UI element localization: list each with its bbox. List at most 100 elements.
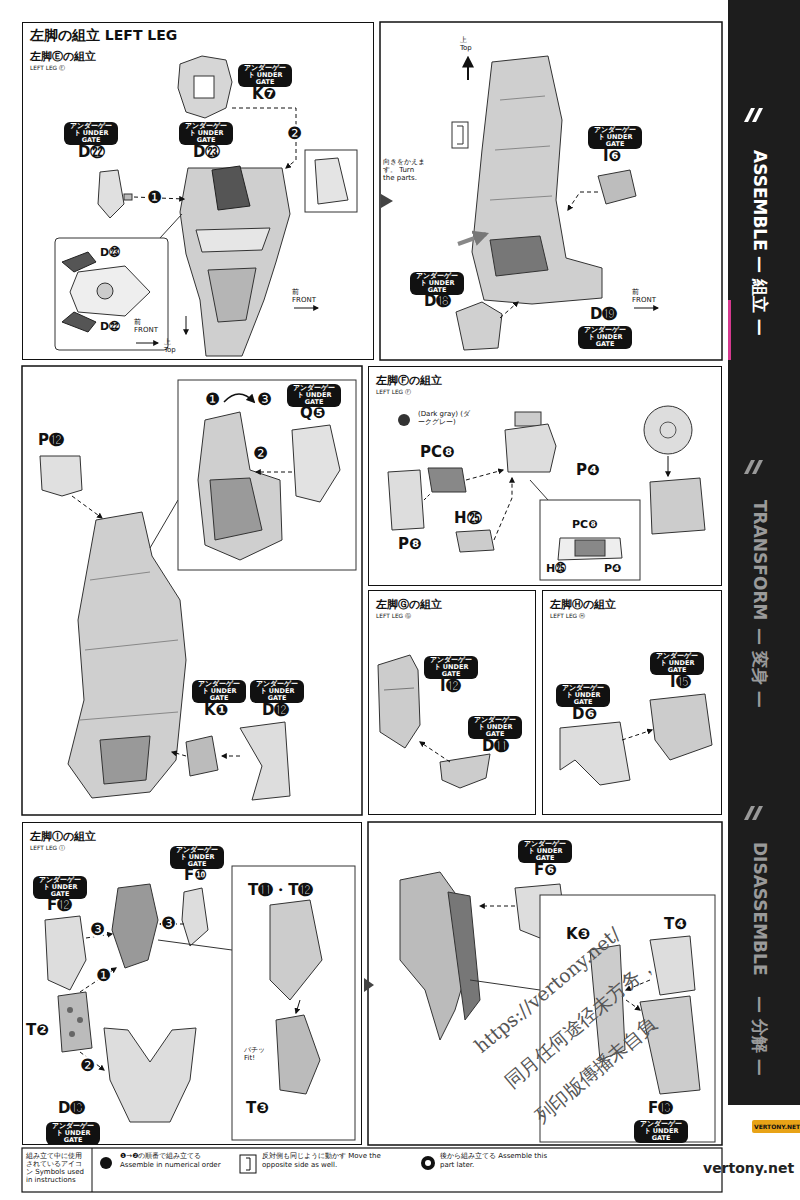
label-anchor: アンダーゲート UNDER GATE [46, 1122, 100, 1145]
label-anchor: H㉕ [546, 562, 566, 575]
part-number: H㉕ [546, 562, 566, 575]
label-anchor: ❸ [90, 920, 105, 938]
panel-heading: 左脚Ⓖの組立 [376, 597, 535, 612]
part-number: I⓬ [440, 678, 461, 695]
panel-subheading: LEFT LEG Ⓗ [550, 612, 721, 620]
label-anchor: T❹ [664, 916, 687, 933]
panel-heading: 左脚Ⓘの組立 [30, 829, 361, 844]
label-anchor: PC❽ [572, 518, 597, 531]
label-anchor: アンダーゲート UNDER GATE [238, 64, 292, 87]
label-anchor: I⓯ [670, 674, 691, 691]
label-anchor: D㉒ [100, 320, 120, 333]
section-title: 左脚の組立 LEFT LEG [30, 27, 177, 44]
label-anchor: I⓬ [440, 678, 461, 695]
panel-box: 左脚Ⓕの組立LEFT LEG Ⓕ [368, 366, 722, 586]
label-anchor: アンダーゲート UNDER GATE [424, 656, 478, 679]
under-gate-badge: アンダーゲート UNDER GATE [170, 846, 224, 869]
label-anchor: PC❽ [420, 444, 455, 461]
part-number: D㉒ [100, 320, 120, 333]
part-number: F❻ [534, 862, 557, 879]
label-anchor: アンダーゲート UNDER GATE [410, 272, 464, 295]
under-gate-badge: アンダーゲート UNDER GATE [287, 384, 341, 407]
under-gate-badge: アンダーゲート UNDER GATE [179, 122, 233, 145]
label-anchor: アンダーゲート UNDER GATE [170, 846, 224, 869]
part-number: K❼ [252, 86, 276, 103]
legend-text: 後から組み立てる Assemble this part later. [440, 1152, 560, 1169]
label-anchor: K❶ [204, 702, 228, 719]
under-gate-badge: アンダーゲート UNDER GATE [588, 126, 642, 149]
legend-entry: 後から組み立てる Assemble this part later. [440, 1152, 560, 1169]
legend-entry: 反対側も同じように動かす Move the opposite side as w… [262, 1152, 412, 1169]
step-number: ❸ [90, 920, 105, 938]
under-gate-badge: アンダーゲート UNDER GATE [250, 680, 304, 703]
under-gate-badge: アンダーゲート UNDER GATE [46, 1122, 100, 1145]
label-anchor: D⓬ [262, 702, 289, 719]
step-number: ❶ [96, 966, 111, 984]
label-anchor: ❸ [257, 390, 272, 408]
note-text: パチッ Fit! [244, 1046, 270, 1062]
panel-heading-group: 左脚Ⓕの組立LEFT LEG Ⓕ [369, 367, 721, 396]
under-gate-badge: アンダーゲート UNDER GATE [556, 684, 610, 707]
site-logo: VERTONY.NET [752, 1120, 800, 1133]
panel-heading-group: 左脚Ⓖの組立LEFT LEG Ⓖ [369, 591, 535, 620]
under-gate-badge: アンダーゲート UNDER GATE [410, 272, 464, 295]
panel-subheading: LEFT LEG Ⓕ [376, 388, 721, 396]
label-anchor: TRANSFORM [750, 500, 770, 620]
label-anchor: アンダーゲート UNDER GATE [250, 680, 304, 703]
panel-subheading: LEFT LEG Ⓖ [376, 612, 535, 620]
label-anchor: 組み立て中に使用されているアイコン Symbols used in instru… [26, 1152, 88, 1184]
label-anchor: P⓬ [38, 432, 64, 449]
label-anchor: 向きをかえます。 Turn the parts. [383, 158, 427, 182]
part-number: I❻ [603, 148, 621, 165]
label-anchor: F❿ [184, 867, 207, 884]
part-number: F⓬ [47, 897, 72, 914]
label-anchor: P❹ [604, 562, 621, 575]
label-anchor: アンダーゲート UNDER GATE [650, 652, 704, 675]
label-anchor: T⓫・T⓬ [248, 882, 313, 899]
label-anchor: 前 FRONT [632, 288, 662, 304]
watermark: 列印版傳播未自負 [530, 1012, 661, 1127]
label-anchor: ❶ [96, 966, 111, 984]
panel-box: 左脚Ⓔの組立LEFT LEG Ⓔ [22, 22, 374, 360]
step-number: ❸ [257, 390, 272, 408]
label-anchor: アンダーゲート UNDER GATE [179, 122, 233, 145]
part-number: T❷ [26, 1022, 49, 1039]
label-anchor: P❽ [398, 536, 422, 553]
label-anchor: ❶ [147, 188, 162, 206]
under-gate-badge: アンダーゲート UNDER GATE [192, 680, 246, 703]
panel-heading: 左脚Ⓕの組立 [376, 373, 721, 388]
label-anchor: — 組立 — [750, 256, 770, 336]
label-anchor: VERTONY.NET [752, 1120, 800, 1133]
part-number: Q❺ [300, 405, 325, 422]
part-number: T❹ [664, 916, 687, 933]
label-anchor: パチッ Fit! [244, 1046, 270, 1062]
under-gate-badge: アンダーゲート UNDER GATE [238, 64, 292, 87]
label-anchor: D⓲ [424, 293, 451, 310]
under-gate-badge: アンダーゲート UNDER GATE [424, 656, 478, 679]
label-anchor: アンダーゲート UNDER GATE [634, 1120, 688, 1143]
note-text: 前 FRONT [632, 288, 662, 304]
label-anchor: ASSEMBLE [750, 150, 770, 251]
part-number: D⓬ [262, 702, 289, 719]
step-number: ❶ [147, 188, 162, 206]
label-anchor: アンダーゲート UNDER GATE [33, 876, 87, 899]
label-anchor: アンダーゲート UNDER GATE [588, 126, 642, 149]
step-number: ❶ [205, 390, 220, 408]
panel-heading: 左脚Ⓗの組立 [550, 597, 721, 612]
part-number: D⓫ [482, 738, 509, 755]
label-anchor: 上 Top [164, 338, 184, 354]
label-anchor: 列印版傳播未自負 [530, 1012, 661, 1127]
label-anchor: Q❺ [300, 405, 325, 422]
label-anchor: D㉓ [193, 144, 220, 161]
part-number: H㉕ [454, 510, 482, 527]
section-tab-text: — 組立 — [750, 256, 770, 336]
step-number: ❷ [253, 444, 268, 462]
note-text: 上 Top [460, 36, 480, 52]
part-number: PC❽ [572, 518, 597, 531]
label-anchor: DISASSEMBLE [750, 842, 770, 976]
label-anchor: I❻ [603, 148, 621, 165]
label-anchor: K❼ [252, 86, 276, 103]
label-anchor: 上 Top [460, 36, 480, 52]
legend-entry: ❶→❷の順番で組み立てる Assemble in numerical order [120, 1152, 232, 1169]
